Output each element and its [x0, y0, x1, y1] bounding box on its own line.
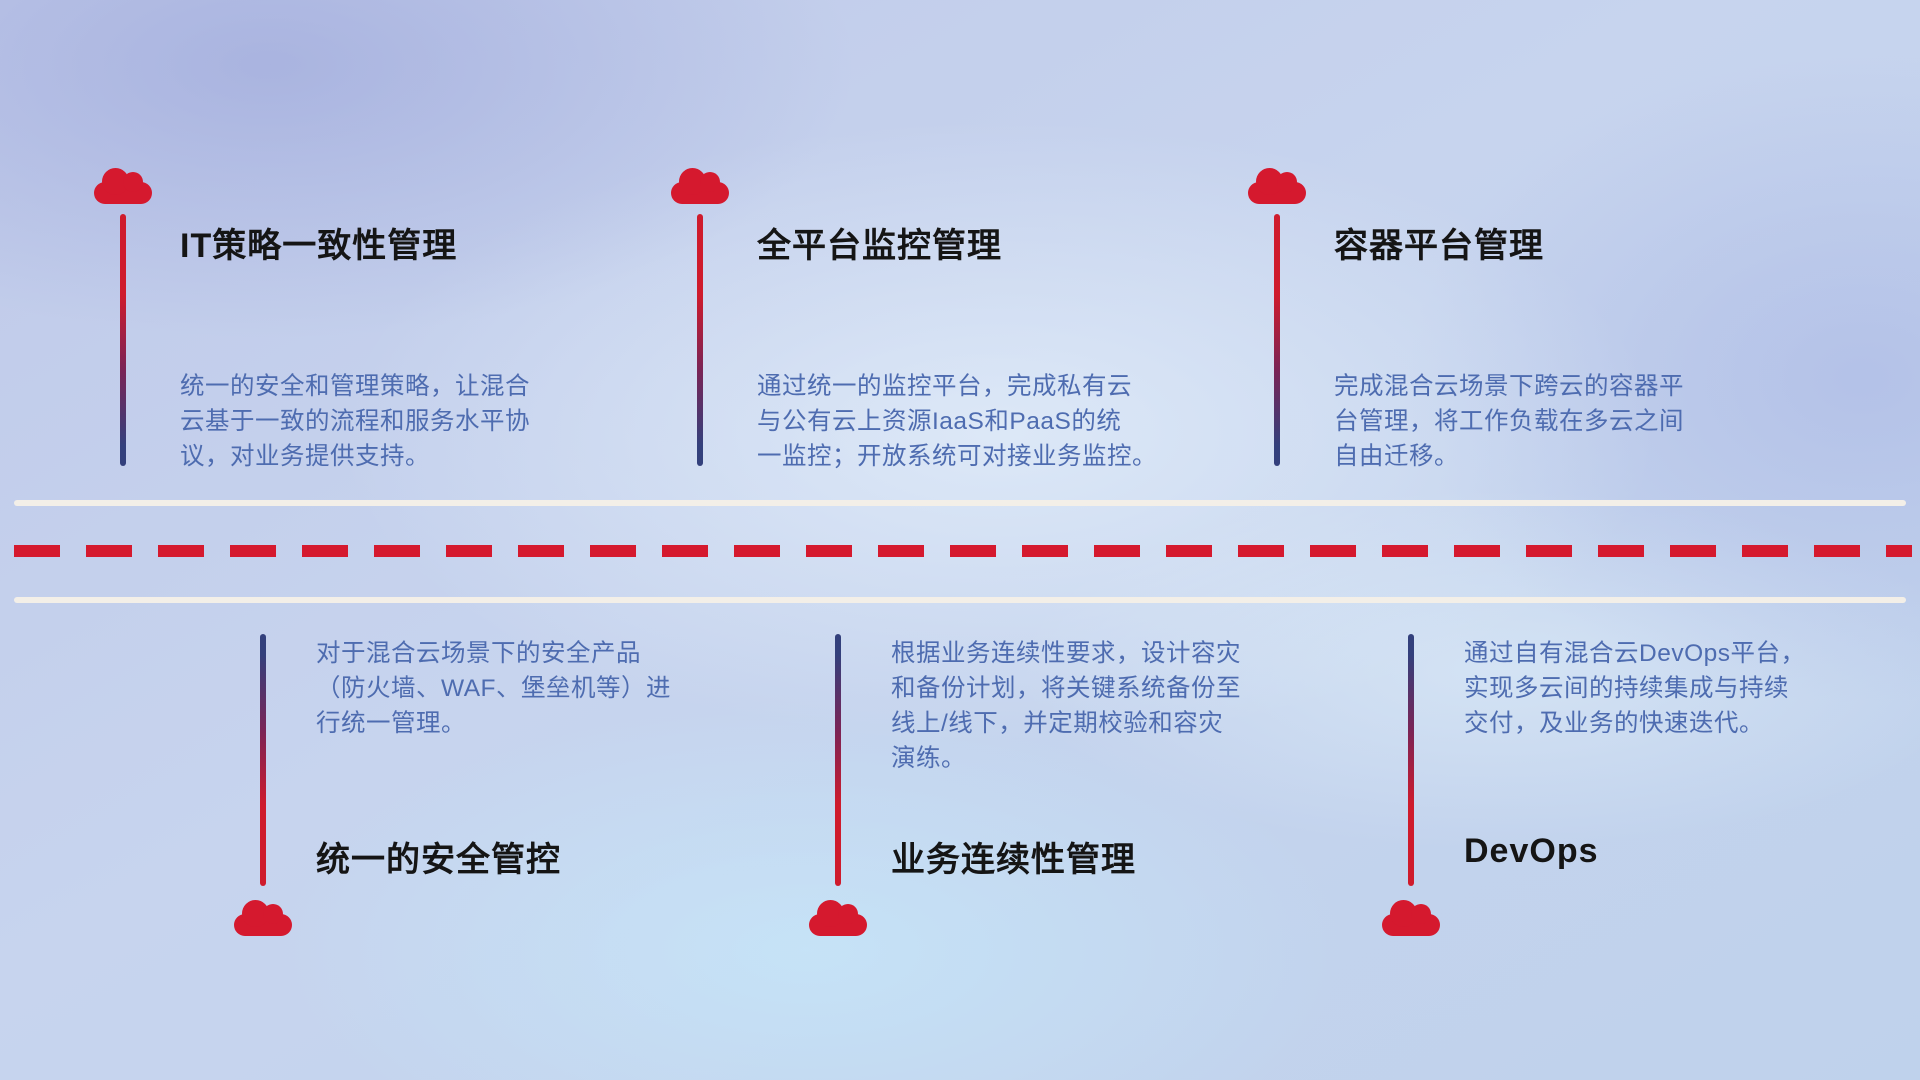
item-description: 根据业务连续性要求，设计容灾 和备份计划，将关键系统备份至 线上/线下，并定期校…: [891, 640, 1241, 773]
timeline-connector: [835, 634, 841, 886]
item-description: 统一的安全和管理策略，让混合 云基于一致的流程和服务水平协 议，对业务提供支持。: [180, 373, 530, 471]
timeline-item-devops: 通过自有混合云DevOps平台， 实现多云间的持续集成与持续 交付，及业务的快速…: [1382, 628, 1902, 1008]
road-dashed-line: [14, 545, 1912, 557]
road-line-top: [14, 500, 1906, 506]
timeline-item-it-policy: IT策略一致性管理 统一的安全和管理策略，让混合 云基于一致的流程和服务水平协 …: [94, 168, 614, 548]
item-title: IT策略一致性管理: [180, 227, 458, 265]
item-description: 通过自有混合云DevOps平台， 实现多云间的持续集成与持续 交付，及业务的快速…: [1464, 640, 1806, 738]
cloud-icon: [1382, 900, 1440, 936]
timeline-item-business-continuity: 根据业务连续性要求，设计容灾 和备份计划，将关键系统备份至 线上/线下，并定期校…: [809, 628, 1329, 1008]
cloud-icon: [234, 900, 292, 936]
timeline-item-container-platform: 容器平台管理 完成混合云场景下跨云的容器平 台管理，将工作负载在多云之间 自由迁…: [1248, 168, 1768, 548]
item-title: 全平台监控管理: [757, 227, 1002, 265]
timeline-connector: [1274, 214, 1280, 466]
item-description: 通过统一的监控平台，完成私有云 与公有云上资源IaaS和PaaS的统 一监控；开…: [757, 373, 1157, 471]
item-title: 容器平台管理: [1334, 227, 1544, 265]
timeline-item-monitoring: 全平台监控管理 通过统一的监控平台，完成私有云 与公有云上资源IaaS和PaaS…: [671, 168, 1191, 548]
item-description: 对于混合云场景下的安全产品 （防火墙、WAF、堡垒机等）进 行统一管理。: [316, 640, 672, 738]
cloud-icon: [94, 168, 152, 204]
timeline-connector: [260, 634, 266, 886]
timeline-connector: [697, 214, 703, 466]
timeline-connector: [120, 214, 126, 466]
cloud-icon: [809, 900, 867, 936]
timeline-connector: [1408, 634, 1414, 886]
cloud-icon: [1248, 168, 1306, 204]
item-description: 完成混合云场景下跨云的容器平 台管理，将工作负载在多云之间 自由迁移。: [1334, 373, 1684, 471]
timeline-item-security-control: 对于混合云场景下的安全产品 （防火墙、WAF、堡垒机等）进 行统一管理。 统一的…: [234, 628, 754, 1008]
cloud-icon: [671, 168, 729, 204]
item-title: DevOps: [1464, 832, 1599, 870]
road-line-bottom: [14, 597, 1906, 603]
item-title: 业务连续性管理: [891, 841, 1136, 879]
item-title: 统一的安全管控: [316, 841, 561, 879]
